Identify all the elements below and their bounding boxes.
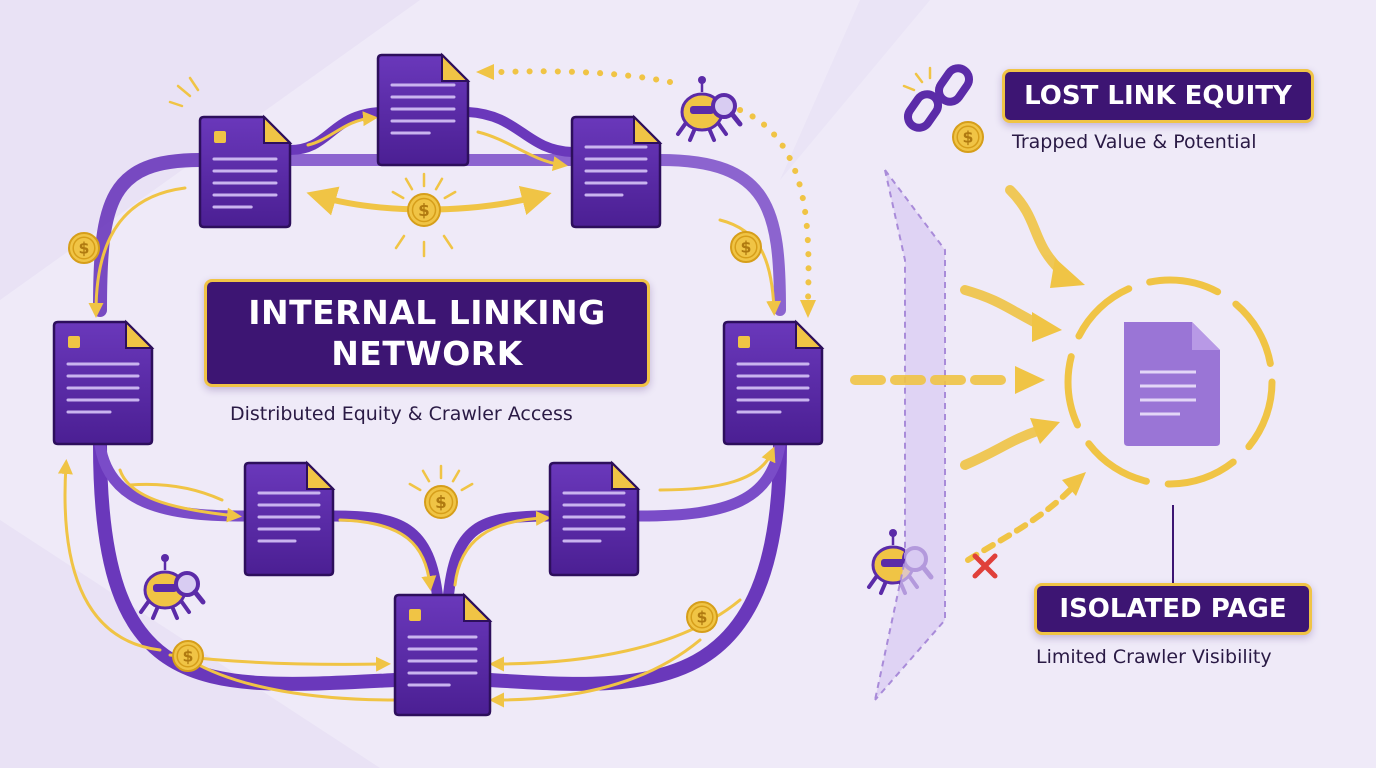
red-x-icon (972, 553, 998, 579)
document-icon (393, 592, 493, 717)
document-icon (52, 319, 155, 446)
isolated-page-icon (1124, 322, 1220, 446)
blocked-crawl-path (965, 487, 1073, 563)
network-title: INTERNAL LINKING NETWORK (204, 279, 650, 387)
document-icon (376, 52, 471, 167)
svg-text:$: $ (697, 608, 708, 627)
broken-chain-icon (902, 64, 974, 132)
dollar-coin-icon: $ (686, 601, 718, 633)
document-icon (243, 460, 336, 577)
dollar-coin-icon: $ (952, 121, 984, 153)
document-icon (198, 114, 293, 229)
dollar-coin-icon: $ (424, 485, 458, 519)
equity-coins: $ $ $ $ $ $ $ (68, 76, 984, 672)
network-pages (52, 52, 825, 717)
svg-text:$: $ (418, 200, 430, 220)
dollar-coin-icon: $ (407, 193, 441, 227)
isolated-page-subtitle: Limited Crawler Visibility (1036, 646, 1272, 668)
dollar-coin-icon: $ (68, 232, 100, 264)
isolated-page-title: ISOLATED PAGE (1034, 583, 1312, 635)
crawler-bots (139, 76, 934, 620)
svg-text:$: $ (79, 239, 90, 258)
crawler-bot-icon (139, 554, 206, 620)
svg-text:$: $ (435, 492, 447, 512)
crawler-bot-icon (676, 76, 743, 142)
svg-text:$: $ (741, 238, 752, 257)
svg-text:$: $ (963, 128, 974, 147)
svg-text:$: $ (183, 647, 194, 666)
crawler-dotted-path (737, 107, 812, 303)
sparkle-icon (408, 464, 474, 492)
lost-equity-subtitle: Trapped Value & Potential (1012, 131, 1257, 153)
lost-equity-title: LOST LINK EQUITY (1002, 69, 1314, 123)
separation-barrier (874, 169, 946, 701)
dollar-coin-icon: $ (730, 231, 762, 263)
network-title-line2: NETWORK (331, 334, 523, 373)
dollar-coin-icon: $ (172, 640, 204, 672)
isolation-ring (1064, 276, 1276, 488)
document-icon (722, 319, 825, 446)
lost-equity-arrows (850, 185, 1065, 470)
document-icon (570, 114, 663, 229)
network-title-line1: INTERNAL LINKING (248, 293, 606, 332)
network-subtitle: Distributed Equity & Crawler Access (230, 403, 573, 425)
sparkle-icon (391, 172, 457, 200)
document-icon (548, 460, 641, 577)
